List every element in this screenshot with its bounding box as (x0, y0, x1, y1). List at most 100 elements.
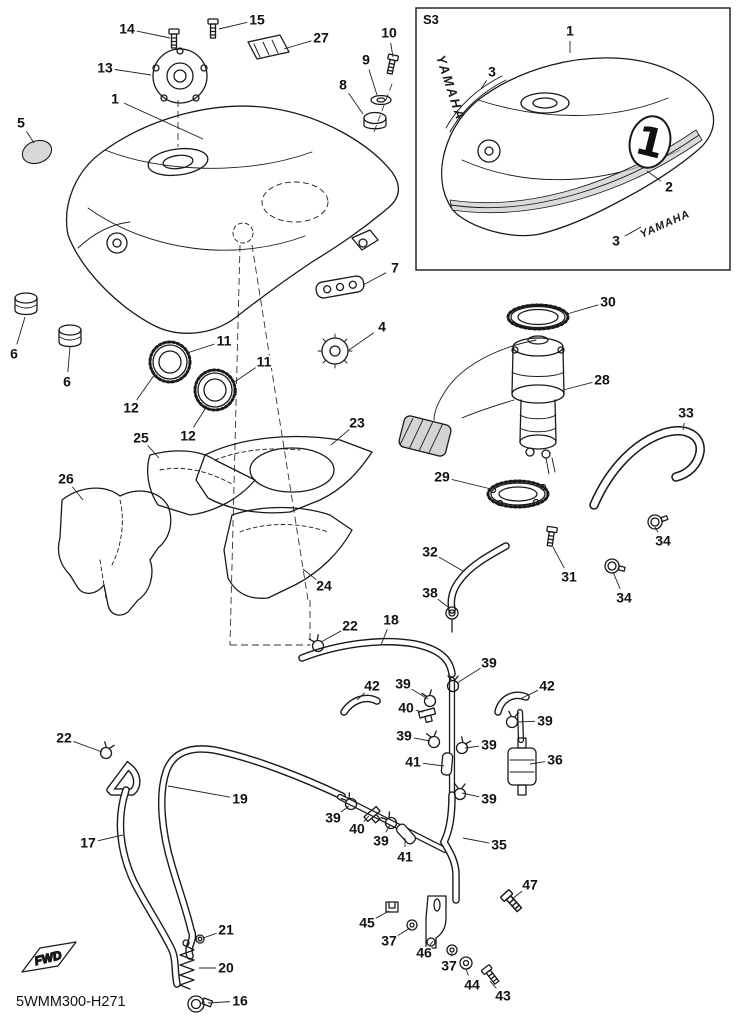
callout-leader-23 (330, 429, 350, 446)
part-callout-6: 6 (10, 346, 18, 362)
part-callout-40: 40 (349, 821, 365, 837)
callout-leader-14 (136, 30, 171, 39)
part-callout-10: 10 (381, 25, 397, 41)
part-callout-8: 8 (339, 77, 347, 93)
callout-leader-24 (302, 568, 317, 581)
damper-drawings (14, 292, 82, 348)
part-callout-45: 45 (359, 915, 375, 931)
part-callout-39: 39 (481, 737, 497, 753)
part-callout-12: 12 (180, 428, 196, 444)
part-callout-33: 33 (678, 405, 694, 421)
part-callout-27: 27 (313, 30, 329, 46)
callout-leader-4 (348, 332, 375, 351)
fuel-tank-drawing (65, 105, 399, 334)
callout-leader-11 (232, 367, 256, 384)
part-callout-39: 39 (325, 810, 341, 826)
callout-leader-37 (397, 927, 411, 937)
callout-leader-29 (451, 478, 492, 490)
part-callout-24: 24 (316, 578, 332, 594)
callout-leader-3 (480, 80, 487, 90)
part-callout-20: 20 (218, 960, 234, 976)
callout-leader-38 (437, 598, 449, 608)
bracket-pad-drawing (315, 275, 365, 299)
part-callout-39: 39 (481, 655, 497, 671)
callout-leader-46 (429, 940, 434, 946)
construction-lines (177, 83, 393, 646)
connector-pipes (336, 676, 525, 854)
part-callout-2: 2 (665, 179, 673, 195)
callout-leader-45 (375, 910, 390, 919)
callout-leader-19 (167, 785, 231, 798)
clamp-16 (187, 995, 214, 1013)
part-callout-44: 44 (464, 977, 480, 993)
callout-leader-31 (552, 546, 565, 569)
part-callout-38: 38 (422, 585, 438, 601)
part-callout-37: 37 (441, 958, 457, 974)
part-callout-36: 36 (547, 752, 563, 768)
part-callout-16: 16 (232, 993, 248, 1009)
bolt-31-icon (544, 525, 559, 548)
hose-19 (157, 745, 346, 960)
part-callout-25: 25 (133, 430, 149, 446)
callout-leader-28 (562, 382, 593, 391)
fuel-filter-36 (507, 737, 537, 796)
rubber-guard-26-drawing (57, 487, 172, 616)
part-callout-19: 19 (232, 791, 248, 807)
part-callout-22: 22 (342, 618, 358, 634)
part-callout-9: 9 (362, 52, 370, 68)
joint-38 (445, 606, 459, 633)
callout-leader-43 (489, 980, 497, 989)
part-callout-1: 1 (111, 91, 119, 107)
callout-leader-17 (97, 834, 124, 842)
callout-leader-8 (348, 92, 364, 115)
part-callout-6: 6 (63, 374, 71, 390)
pump-ring-drawing (486, 479, 559, 548)
part-callout-21: 21 (218, 922, 234, 938)
part-callout-1: 1 (566, 23, 574, 39)
callout-leader-37 (450, 952, 453, 957)
part-callout-17: 17 (80, 835, 96, 851)
hose-17 (106, 760, 181, 988)
fuel-cap-drawing (152, 18, 219, 104)
callout-leader-32 (438, 556, 464, 572)
callout-leader-39 (413, 737, 431, 742)
callout-leader-35 (462, 837, 490, 844)
bolt-10-icon (384, 53, 400, 76)
callout-leader-39 (464, 745, 480, 749)
callout-leader-21 (202, 932, 217, 939)
part-callout-43: 43 (495, 988, 511, 1004)
side-pad-drawing (21, 139, 53, 165)
part-callout-34: 34 (655, 533, 671, 549)
part-callout-13: 13 (97, 60, 113, 76)
part-callout-23: 23 (349, 415, 365, 431)
callout-leader-44 (465, 968, 469, 976)
part-callout-12: 12 (123, 400, 139, 416)
callout-leader-22 (73, 741, 103, 753)
part-callout-39: 39 (481, 791, 497, 807)
callout-leader-9 (368, 69, 378, 96)
callout-leader-39 (456, 667, 481, 684)
pad-24-drawing (223, 506, 353, 599)
inset-tank-drawing (441, 57, 715, 237)
fwd-marker: FWD (21, 941, 77, 973)
part-callout-31: 31 (561, 569, 577, 585)
brand-logo-left: YAMAHA (433, 53, 468, 122)
part-callout-39: 39 (395, 676, 411, 692)
bolt-15-icon (207, 18, 219, 39)
callout-leader-22 (320, 630, 342, 643)
callout-leader-34 (612, 571, 621, 589)
callout-leader-30 (566, 304, 599, 315)
part-callout-39: 39 (373, 833, 389, 849)
callout-leader-27 (283, 40, 312, 50)
emblem-drawing (247, 34, 290, 60)
hose-32 (447, 542, 510, 614)
callout-leader-39 (385, 824, 391, 833)
part-callout-39: 39 (396, 728, 412, 744)
clips-22 (98, 633, 326, 761)
callout-leader-12 (136, 373, 156, 401)
vent-wheel-drawing (317, 333, 353, 369)
part-callout-41: 41 (405, 754, 421, 770)
callout-leader-42 (356, 692, 365, 701)
